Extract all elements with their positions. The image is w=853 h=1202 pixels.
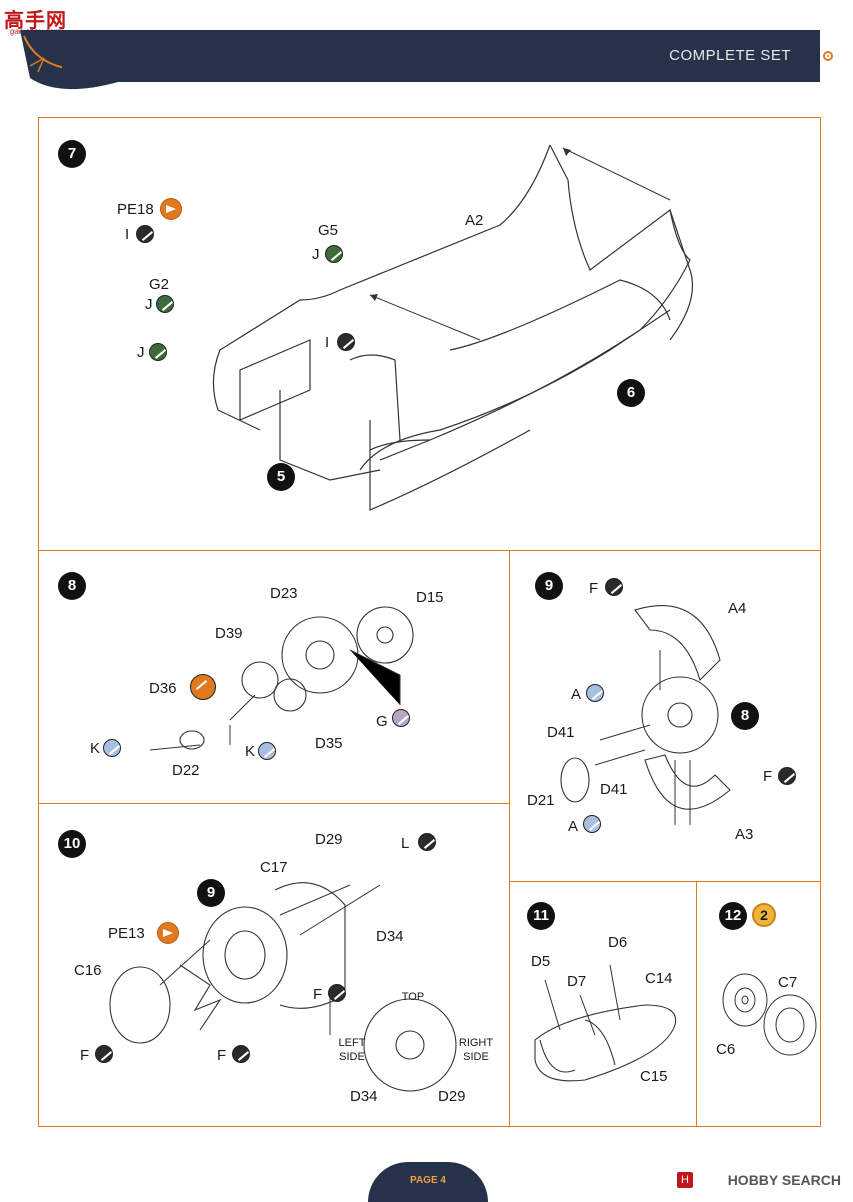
paint-lilac-icon (392, 709, 410, 727)
glue-label: J (312, 246, 320, 263)
step-number: 12 (719, 902, 747, 930)
step-number: 9 (535, 572, 563, 600)
repeat-x2-icon: 2 (752, 903, 776, 927)
paint-black-icon (418, 833, 436, 851)
drop-tank-drawing (534, 964, 677, 1082)
part-label: C6 (716, 1041, 736, 1058)
glue-label: A (568, 818, 579, 835)
page-title: COMPLETE SET (669, 47, 791, 64)
glue-label: F (589, 580, 599, 597)
paint-black-icon (136, 225, 154, 243)
part-label: D21 (527, 792, 555, 809)
photo-etch-icon (160, 198, 182, 220)
paint-black-icon (95, 1045, 113, 1063)
part-label: D15 (416, 589, 444, 606)
part-label: D5 (531, 953, 551, 970)
glue-label: F (80, 1047, 90, 1064)
engine-drawing (149, 606, 414, 751)
orientation-label: RIGHT SIDE (458, 1037, 494, 1063)
page-number: PAGE 4 (410, 1175, 446, 1186)
orientation-label: LEFT SIDE (338, 1037, 366, 1063)
paint-blue-icon (258, 742, 276, 760)
part-label: D41 (547, 724, 575, 741)
target-icon (823, 51, 833, 61)
paint-green-icon (149, 343, 167, 361)
part-label: G5 (318, 222, 339, 239)
step-reference: 5 (267, 463, 295, 491)
part-label: C15 (640, 1068, 668, 1085)
part-label: PE13 (108, 925, 145, 942)
glue-label: I (325, 334, 330, 351)
paint-blue-icon (583, 815, 601, 833)
glue-label: I (125, 226, 130, 243)
step-reference: 8 (731, 702, 759, 730)
wheel-drawing (722, 973, 817, 1056)
step-number: 10 (58, 830, 86, 858)
part-label: D7 (567, 973, 587, 990)
paint-blue-icon (103, 739, 121, 757)
part-label: D6 (608, 934, 628, 951)
part-label: A2 (465, 212, 484, 229)
glue-label: F (763, 768, 773, 785)
orientation-label: TOP (401, 991, 425, 1003)
part-label: G2 (149, 276, 170, 293)
hobbysearch-watermark: HOBBY SEARCH (727, 1172, 841, 1188)
part-label: D39 (215, 625, 243, 642)
part-label: D34 (350, 1088, 378, 1105)
part-label: PE18 (117, 201, 154, 218)
step-number: 7 (58, 140, 86, 168)
paint-green-icon (325, 245, 343, 263)
part-label: D22 (172, 762, 200, 779)
paint-blue-icon (586, 684, 604, 702)
part-label: C14 (645, 970, 673, 987)
step-number: 8 (58, 572, 86, 600)
step-12-panel (696, 881, 821, 1127)
part-label: C17 (260, 859, 288, 876)
fuselage-drawing (212, 144, 694, 511)
part-label: D35 (315, 735, 343, 752)
glue-label: J (137, 344, 145, 361)
glue-label: F (313, 986, 323, 1003)
part-label: D29 (315, 831, 343, 848)
step-reference: 9 (197, 879, 225, 907)
part-label: D36 (149, 680, 177, 697)
paint-orange-icon (190, 674, 216, 700)
glue-label: G (376, 713, 388, 730)
part-label: A3 (735, 826, 754, 843)
glue-label: J (145, 296, 153, 313)
glue-label: L (401, 835, 410, 852)
part-label: D41 (600, 781, 628, 798)
paint-black-icon (778, 767, 796, 785)
part-label: C16 (74, 962, 102, 979)
cowling-drawing (560, 605, 731, 825)
glue-label: F (217, 1047, 227, 1064)
engine-cowl-drawing (109, 882, 457, 1092)
part-label: D23 (270, 585, 298, 602)
part-label: D34 (376, 928, 404, 945)
glue-label: K (245, 743, 256, 760)
part-label: A4 (728, 600, 747, 617)
photo-etch-icon (157, 922, 179, 944)
glue-label: A (571, 686, 582, 703)
part-label: D29 (438, 1088, 466, 1105)
paint-black-icon (605, 578, 623, 596)
hobbysearch-logo-icon: H (677, 1172, 693, 1188)
watermark-logo: 高手网 (4, 10, 67, 32)
glue-label: K (90, 740, 101, 757)
paint-green-icon (156, 295, 174, 313)
paint-black-icon (232, 1045, 250, 1063)
part-label: C7 (778, 974, 798, 991)
step-reference: 6 (617, 379, 645, 407)
footer-tab (368, 1162, 488, 1202)
header-bar (62, 30, 820, 82)
step-number: 11 (527, 902, 555, 930)
paint-black-icon (328, 984, 346, 1002)
paint-black-icon (337, 333, 355, 351)
